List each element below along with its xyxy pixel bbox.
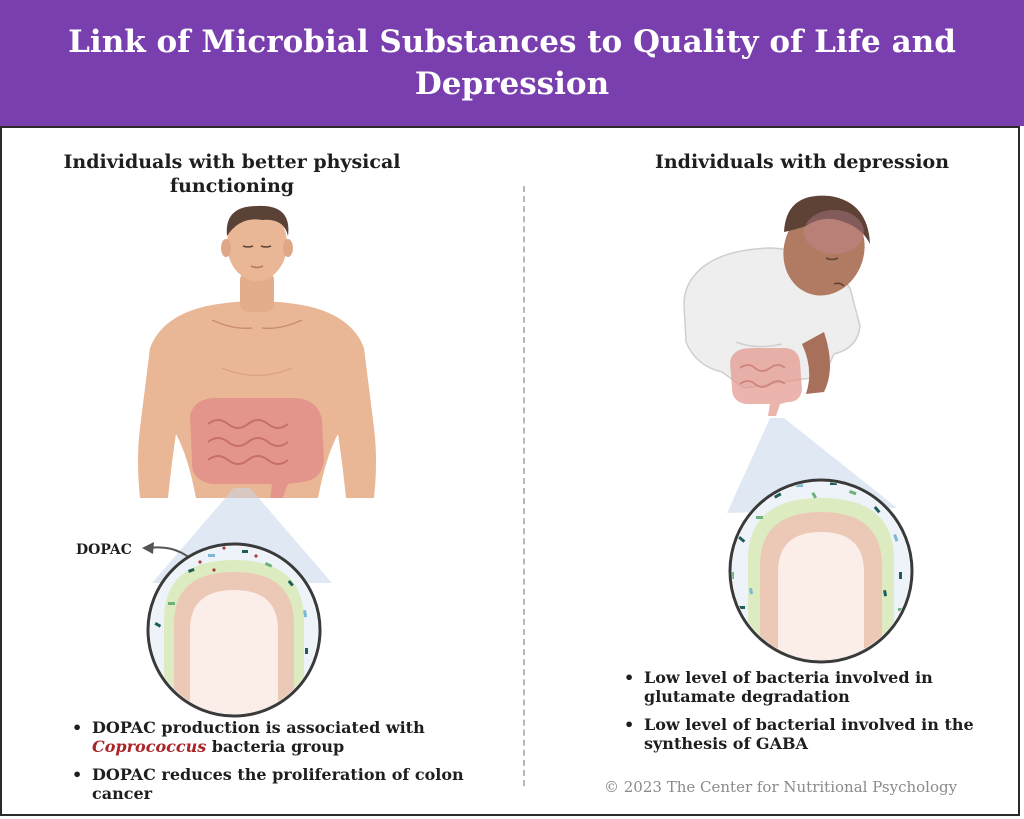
bacteria-right [732, 482, 905, 611]
page-title: Link of Microbial Substances to Quality … [68, 24, 956, 102]
content-panel: Individuals with better physical functio… [0, 126, 1020, 816]
left-bullet-list: DOPAC production is associated with Copr… [70, 718, 490, 812]
intestine-illustration [190, 397, 324, 498]
depressed-person-illustration [683, 195, 870, 416]
gut-lining-magnified-right [728, 478, 914, 664]
intestine-illustration-right [730, 348, 802, 416]
dopac-label: DOPAC [76, 542, 132, 558]
right-bullet-2: Low level of bacterial involved in the s… [622, 715, 1002, 753]
gut-lining-magnified-left [146, 542, 322, 718]
dashed-divider [523, 186, 525, 786]
right-bullet-1: Low level of bacteria involved in glutam… [622, 668, 1002, 706]
right-heading: Individuals with depression [654, 151, 950, 173]
left-heading: Individuals with better physical functio… [63, 151, 401, 197]
coprococcus-term: Coprococcus [92, 737, 207, 756]
left-bullet-2: DOPAC reduces the proliferation of colon… [70, 765, 490, 803]
right-bullet-list: Low level of bacteria involved in glutam… [622, 668, 1002, 762]
healthy-man-illustration [138, 205, 376, 498]
title-banner: Link of Microbial Substances to Quality … [0, 0, 1024, 126]
left-bullet-1: DOPAC production is associated with Copr… [70, 718, 490, 756]
copyright-notice: © 2023 The Center for Nutritional Psycho… [604, 778, 958, 796]
